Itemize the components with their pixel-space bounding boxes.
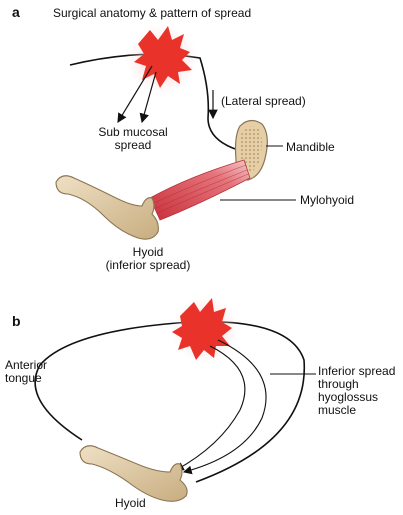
- panel-a-title: Surgical anatomy & pattern of spread: [53, 6, 252, 20]
- anterior-tongue-line2: tongue: [5, 371, 42, 385]
- tumor-a: [126, 24, 198, 96]
- mylohyoid-fibers: [153, 164, 249, 214]
- submucosal-label-line2: spread: [114, 138, 152, 152]
- submucosal-label: Sub mucosal spread: [88, 126, 178, 152]
- panel-b-letter: b: [12, 313, 21, 329]
- hyoid-a-label-line2: (inferior spread): [105, 258, 191, 272]
- tumor-b: [171, 296, 239, 364]
- mandible-label: Mandible: [286, 140, 335, 154]
- mylohyoid-label: Mylohyoid: [300, 193, 355, 207]
- panel-a-letter: a: [12, 4, 20, 20]
- submucosal-arrow-1: [117, 65, 153, 124]
- submucosal-arrow-2: [139, 71, 157, 124]
- lateral-spread-label: (Lateral spread): [221, 94, 306, 108]
- inferior-spread-line3: hyoglossus: [318, 390, 379, 404]
- hyoid-b-label: Hyoid: [115, 496, 146, 510]
- inferior-spread-label: Inferior spread through hyoglossus muscl…: [318, 365, 395, 417]
- submucosal-label-line1: Sub mucosal: [98, 125, 168, 139]
- tongue-outline-b: [34, 320, 306, 483]
- hyoid-bone-a: [55, 175, 159, 240]
- inferior-spread-arrow-1: [175, 345, 246, 471]
- tongue-surface-line-a: [69, 53, 239, 151]
- anterior-tongue-line1: Anterior: [5, 358, 48, 372]
- inferior-spread-arrow-2: [182, 339, 267, 475]
- anterior-tongue-label: Anterior tongue: [5, 359, 47, 385]
- inferior-spread-line2: through: [318, 377, 359, 391]
- hyoid-bone-b: [79, 445, 188, 502]
- inferior-spread-line4: muscle: [318, 403, 357, 417]
- hyoid-a-label-line1: Hyoid: [132, 245, 164, 259]
- hyoid-a-label: Hyoid (inferior spread): [88, 246, 208, 272]
- inferior-spread-line1: Inferior spread: [318, 364, 396, 378]
